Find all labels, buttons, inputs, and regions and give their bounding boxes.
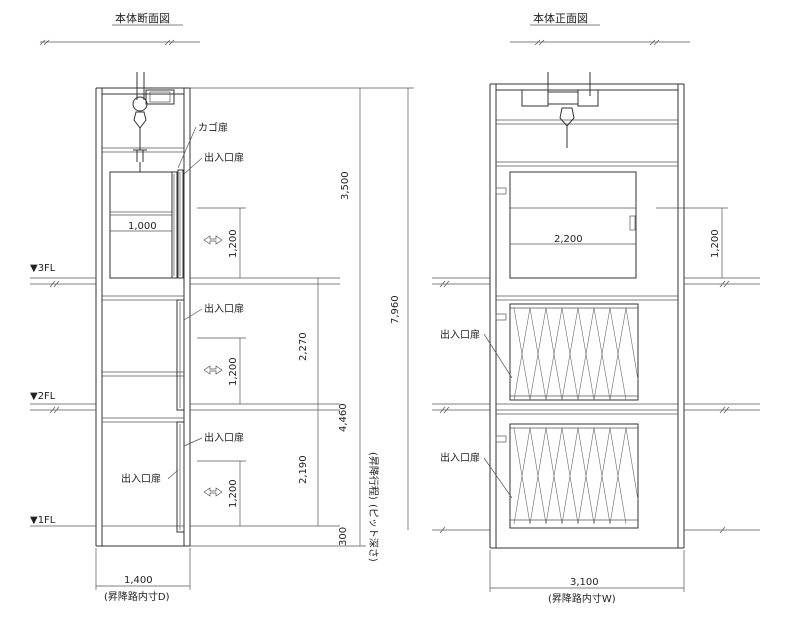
dim-2270: 2,270 bbox=[298, 332, 309, 361]
dim-overall bbox=[190, 87, 414, 547]
shaft-width-label: (昇降路内寸W) bbox=[548, 592, 616, 605]
dim-1200-front: 1,200 bbox=[710, 229, 721, 258]
gate-1f bbox=[495, 423, 639, 529]
floor-1-label: ▼1FL bbox=[30, 515, 56, 526]
section-frame bbox=[95, 87, 191, 547]
section-entrance-doors bbox=[176, 299, 185, 533]
cage-door-label: カゴ扉 bbox=[198, 121, 228, 134]
dim-3500: 3,500 bbox=[340, 171, 351, 200]
dim-1000: 1,000 bbox=[128, 221, 157, 232]
dim-2190: 2,190 bbox=[298, 455, 309, 484]
entrance-door-label-1f-inner: 出入口扉 bbox=[121, 472, 161, 485]
dim-1200-1f: 1,200 bbox=[228, 479, 239, 508]
floor-lines-section bbox=[30, 277, 340, 527]
dim-shaft-depth bbox=[95, 548, 191, 590]
entrance-door-label-2f: 出入口扉 bbox=[204, 302, 244, 315]
entrance-door-label-1f: 出入口扉 bbox=[204, 431, 244, 444]
travel-label: (昇降行程) bbox=[367, 452, 380, 500]
direction-arrows bbox=[203, 235, 223, 497]
shaft-depth-label: (昇降路内寸D) bbox=[104, 590, 170, 603]
dim-3100: 3,100 bbox=[570, 577, 599, 588]
dim-door-height-front bbox=[656, 207, 728, 278]
dim-shaft-width bbox=[489, 550, 685, 592]
dim-7960: 7,960 bbox=[390, 295, 401, 324]
entrance-door-label-3f: 出入口扉 bbox=[204, 151, 244, 164]
elevator-car-front bbox=[495, 171, 637, 279]
section-view-title: 本体断面図 bbox=[115, 11, 170, 25]
front-frame bbox=[489, 83, 685, 549]
front-entrance-door-label-2f: 出入口扉 bbox=[440, 328, 480, 341]
hoist-motor-front bbox=[521, 72, 599, 148]
dim-1200-3f: 1,200 bbox=[228, 229, 239, 258]
dim-300: 300 bbox=[338, 527, 349, 546]
dim-2200: 2,200 bbox=[554, 234, 583, 245]
pit-label: (ピット深さ) bbox=[367, 504, 379, 562]
ground-line-top-right bbox=[510, 39, 690, 46]
floor-3-label: ▼3FL bbox=[30, 263, 56, 274]
dim-4460: 4,460 bbox=[338, 403, 349, 432]
dim-door-heights bbox=[197, 207, 246, 526]
dim-1400: 1,400 bbox=[124, 575, 153, 586]
front-entrance-door-label-1f: 出入口扉 bbox=[440, 451, 480, 464]
front-view-title: 本体正面図 bbox=[533, 11, 588, 25]
ground-line-top-left bbox=[39, 39, 200, 46]
floor-2-label: ▼2FL bbox=[30, 391, 56, 402]
elevator-car bbox=[109, 162, 184, 279]
dim-1200-2f: 1,200 bbox=[228, 357, 239, 386]
floor-lines-front bbox=[432, 277, 760, 534]
hoist-motor bbox=[132, 72, 175, 162]
gate-2f bbox=[495, 303, 639, 401]
